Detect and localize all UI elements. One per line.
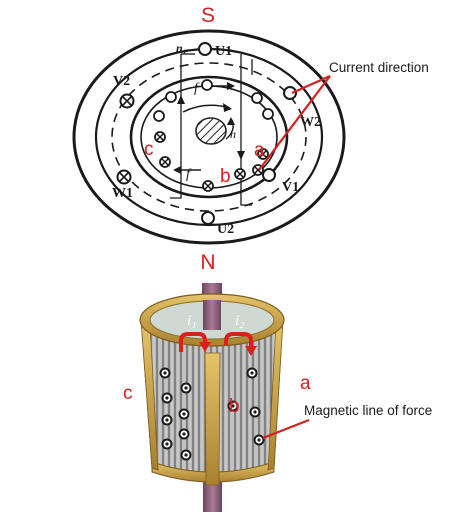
- field-arrows: [177, 95, 245, 160]
- annotation-magnetic-pointer: [262, 418, 310, 440]
- current-label-i1: i₁: [187, 313, 196, 329]
- force-arrowhead-top: [227, 82, 235, 90]
- rotor-cage-diagram: i₁ i₂ c b a Magnetic line of force: [123, 283, 432, 512]
- force-arrowhead-bottom: [173, 166, 181, 174]
- conductor-w2: [283, 86, 297, 100]
- winding-label-u1: U1: [215, 44, 232, 59]
- flux-path-dashed: [111, 62, 307, 212]
- winding-label-v2: V2: [113, 74, 130, 89]
- conductor-w1: [116, 169, 132, 185]
- rotor-rotation-arrowhead: [227, 117, 235, 125]
- rotor-speed-symbol: n: [230, 127, 236, 141]
- pole-s-label: S: [201, 4, 215, 27]
- rotor-conductor: [153, 79, 274, 122]
- current-label-i2: i₂: [235, 313, 244, 329]
- conductor-label-a: a: [254, 140, 265, 161]
- pole-n-label: N: [200, 251, 215, 274]
- rotor-outer-ring: [129, 75, 289, 199]
- winding-label-w2: W2: [300, 115, 321, 130]
- conductor-v1: [262, 168, 276, 182]
- conductor-u2: [201, 211, 215, 225]
- winding-label-w1: W1: [112, 186, 133, 201]
- field-rotation-arrowhead: [223, 103, 232, 112]
- shaft-inside: [203, 300, 221, 330]
- cage-conductor-center: [163, 371, 261, 457]
- conductor-v2: [119, 93, 135, 109]
- current-loop-arrowheads: [199, 342, 257, 356]
- stator-outer-ring: [72, 29, 346, 245]
- field-rotation-arrow: [182, 104, 231, 113]
- side-label-a: a: [300, 373, 311, 394]
- field-speed-symbol: n₁: [176, 41, 187, 55]
- stator-diagram: S n n₁ f f: [72, 4, 429, 274]
- side-label-b: b: [229, 396, 240, 417]
- shaft-cross-section: [195, 117, 227, 145]
- side-label-c: c: [123, 383, 133, 404]
- winding-label-u2: U2: [217, 222, 234, 237]
- current-loop-arrows: [179, 332, 253, 352]
- annotation-pointer-lines: [258, 74, 331, 171]
- force-symbol-top: f: [194, 81, 200, 96]
- conductor-label-c: c: [144, 139, 154, 160]
- conductor-label-b: b: [220, 166, 231, 187]
- force-symbol-bottom: f: [186, 167, 192, 182]
- conductor-u1: [198, 42, 212, 56]
- annotation-current-direction: Current direction: [329, 60, 429, 75]
- winding-label-v1: V1: [282, 180, 299, 195]
- cage-front-strip: [204, 352, 221, 486]
- annotation-magnetic-line: Magnetic line of force: [304, 403, 432, 418]
